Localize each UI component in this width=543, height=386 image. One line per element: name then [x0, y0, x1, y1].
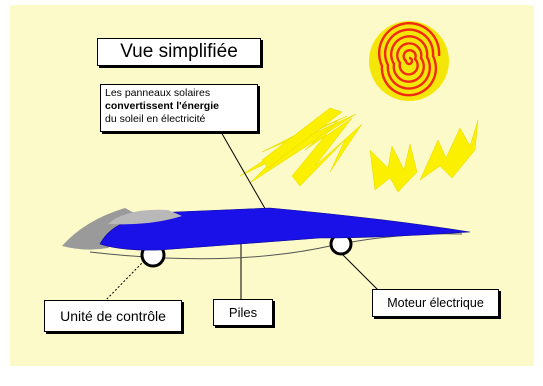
solar-panels-callout: Les panneaux solaires convertissent l'én…	[100, 84, 258, 132]
leader-line-panels	[212, 117, 268, 213]
diagram-title: Vue simplifiée	[120, 41, 238, 62]
solar-car-icon	[62, 207, 471, 268]
callout-line-2: convertissent l'énergie	[105, 100, 219, 112]
callout-line-1: Les panneaux solaires	[105, 87, 211, 99]
car-body	[99, 207, 471, 251]
control-unit-label: Unité de contrôle	[44, 300, 182, 332]
car-canopy	[108, 209, 182, 225]
callout-line-3: du soleil en électricité	[105, 113, 206, 125]
sun-rays	[239, 107, 479, 193]
batteries-label: Piles	[213, 299, 273, 326]
motor-text: Moteur électrique	[387, 296, 484, 310]
leader-line-motor	[341, 253, 383, 295]
batteries-text: Piles	[228, 305, 258, 320]
motor-label: Moteur électrique	[372, 289, 499, 317]
control-unit-text: Unité de contrôle	[60, 308, 166, 324]
title-box: Vue simplifiée	[97, 38, 261, 66]
sun-icon	[369, 21, 449, 101]
